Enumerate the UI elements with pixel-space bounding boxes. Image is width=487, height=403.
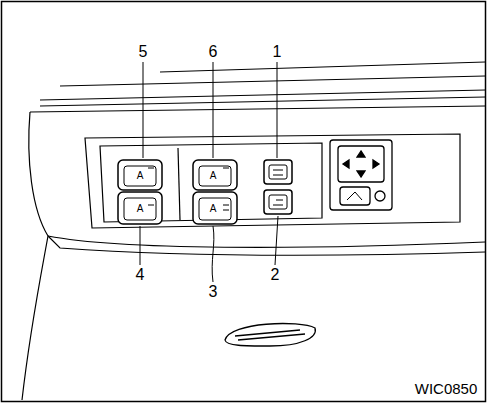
callout-number: 2: [271, 267, 280, 283]
callout-number: 6: [209, 44, 218, 60]
window-switches: [118, 160, 237, 224]
switch-symbol: A: [210, 171, 217, 181]
door-handle: [225, 324, 315, 346]
switch-symbol: A: [210, 204, 217, 214]
switch-symbol: A: [137, 204, 144, 214]
door-panel: [22, 106, 485, 400]
callout-number: 3: [209, 284, 218, 300]
mirror-control: [330, 140, 392, 210]
switch-marks: [148, 168, 229, 210]
switch-symbol: A: [137, 171, 144, 181]
callout-number: 5: [139, 44, 148, 60]
leader-lines: [140, 62, 278, 282]
figure-code: WIC0850: [415, 381, 478, 396]
callout-number: 1: [273, 44, 282, 60]
callout-number: 4: [136, 267, 145, 283]
lock-switches: [264, 160, 292, 214]
window-trim: [40, 62, 485, 106]
